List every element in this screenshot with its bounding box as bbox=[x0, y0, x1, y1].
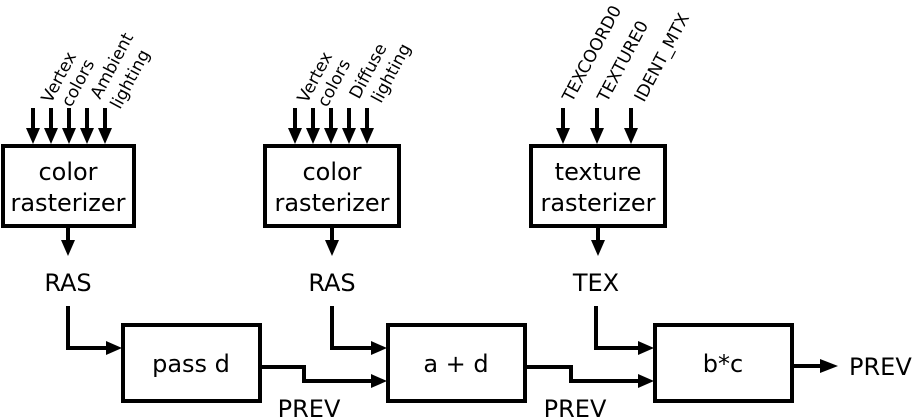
input-arrows-3 bbox=[556, 108, 638, 144]
stage-label: b*c bbox=[703, 350, 743, 378]
tex-label: TEX bbox=[572, 269, 619, 297]
block-label: rasterizer bbox=[540, 189, 655, 217]
prev-output-label: PREV bbox=[849, 353, 912, 381]
ras1-to-stage1-wire bbox=[66, 306, 122, 355]
block-label: color bbox=[38, 158, 97, 186]
color-rasterizer-2-block: color rasterizer bbox=[263, 144, 401, 228]
stage3-output-wire bbox=[792, 359, 838, 373]
prev-label-2: PREV bbox=[544, 395, 607, 419]
color-inputs-2: Vertex colors Diffuse lighting bbox=[294, 40, 416, 110]
input-arrows-1 bbox=[26, 108, 112, 144]
stage1-to-stage2-wire bbox=[260, 365, 387, 388]
ras2-to-stage2-wire bbox=[330, 306, 387, 355]
prev-label-1: PREV bbox=[278, 395, 341, 419]
tex-to-stage3-wire bbox=[594, 306, 654, 355]
stage-1-block: pass d bbox=[121, 323, 262, 403]
input-arrows-2 bbox=[288, 108, 374, 144]
block-label: color bbox=[302, 158, 361, 186]
stage-2-block: a + d bbox=[386, 323, 527, 403]
texture-inputs: TEXCOORD0 TEXTURE0 IDENT_MTX bbox=[558, 2, 694, 106]
stage-3-block: b*c bbox=[653, 323, 794, 403]
texture-rasterizer-block: texture rasterizer bbox=[529, 144, 667, 228]
stage-label: pass d bbox=[152, 350, 230, 378]
ras-label-1: RAS bbox=[44, 269, 91, 297]
ras-label-2: RAS bbox=[308, 269, 355, 297]
color-rasterizer-1-block: color rasterizer bbox=[1, 144, 136, 228]
color-inputs-1: Vertex colors Ambient lighting bbox=[38, 29, 155, 112]
block-label: texture bbox=[555, 158, 642, 186]
block-label: rasterizer bbox=[10, 189, 125, 217]
stage-label: a + d bbox=[423, 350, 488, 378]
stage2-to-stage3-wire bbox=[525, 365, 654, 388]
rasterizer-output-arrows bbox=[61, 226, 605, 256]
block-label: rasterizer bbox=[274, 189, 389, 217]
